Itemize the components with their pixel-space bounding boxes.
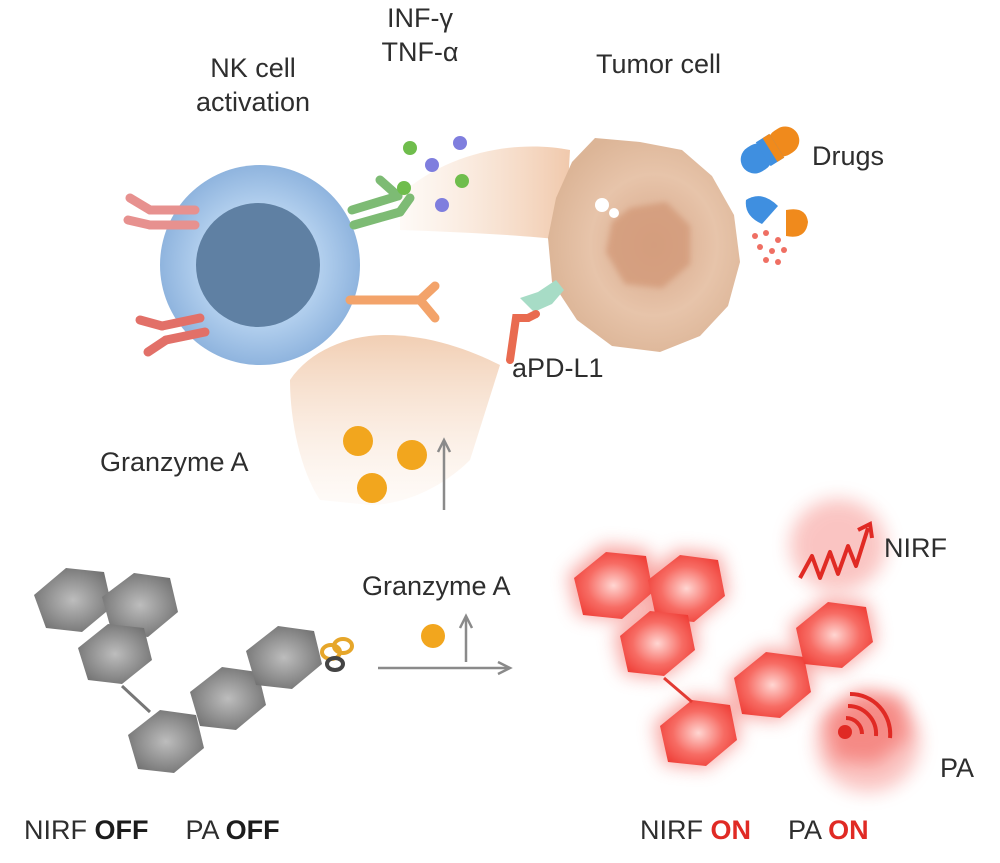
nk-cell-icon bbox=[160, 165, 360, 365]
state-on-pa-value: ON bbox=[828, 815, 869, 845]
granzyme-mid-label: Granzyme A bbox=[362, 571, 511, 601]
antibody-icon bbox=[506, 280, 564, 364]
state-off-legend: NIRF OFF PA OFF bbox=[24, 814, 280, 848]
state-on-nirf: NIRF bbox=[640, 815, 703, 845]
sound-wave-icon bbox=[816, 691, 920, 792]
drug-capsule-icon bbox=[740, 126, 808, 265]
probe-on-molecule bbox=[568, 545, 910, 768]
state-on-nirf-value: ON bbox=[710, 815, 752, 845]
tumor-cell-icon bbox=[548, 138, 740, 352]
reaction-arrow bbox=[378, 613, 513, 676]
tumor-cell-label: Tumor cell bbox=[596, 49, 722, 79]
state-off-nirf-value: OFF bbox=[94, 815, 149, 845]
cytokine-labels: INF-γ TNF-α bbox=[360, 2, 480, 70]
cleavable-linker-icon bbox=[320, 637, 354, 672]
nirf-emission-label: NIRF bbox=[884, 533, 947, 563]
state-on-legend: NIRF ON PA ON bbox=[640, 814, 869, 848]
state-on-pa: PA bbox=[788, 815, 821, 845]
pa-emission-label: PA bbox=[940, 753, 975, 783]
cytokine-label-2: TNF-α bbox=[381, 36, 459, 67]
cytokine-particles bbox=[397, 136, 469, 212]
granzyme-beam bbox=[290, 335, 500, 505]
granzyme-particle-icon bbox=[343, 426, 427, 503]
cytokine-label-1: INF-γ bbox=[387, 3, 453, 33]
granzyme-top-label: Granzyme A bbox=[100, 447, 249, 477]
nk-activation-label: NK cell activation bbox=[168, 52, 338, 120]
apdl1-label: aPD-L1 bbox=[512, 353, 604, 383]
drugs-label: Drugs bbox=[812, 141, 885, 171]
nk-activation-line1: NK cell bbox=[210, 53, 296, 83]
state-off-nirf: NIRF bbox=[24, 815, 87, 845]
state-off-pa: PA bbox=[185, 815, 219, 845]
nk-activation-line2: activation bbox=[195, 86, 311, 117]
receptor-icon bbox=[123, 175, 440, 357]
wave-icon bbox=[790, 499, 886, 591]
state-off-pa-value: OFF bbox=[225, 815, 280, 845]
cytokine-beam bbox=[400, 146, 570, 240]
arrow-icon bbox=[436, 437, 452, 510]
probe-off-molecule bbox=[34, 568, 322, 773]
